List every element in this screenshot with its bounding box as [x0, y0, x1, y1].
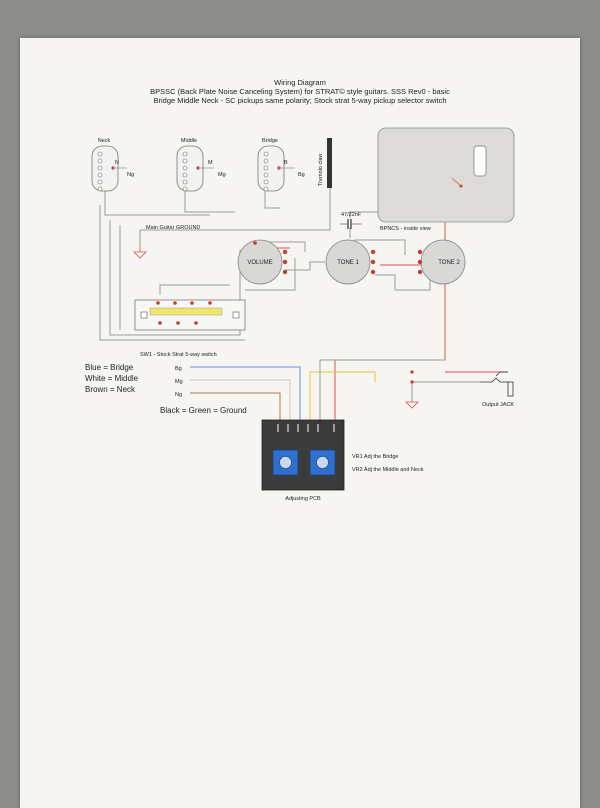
pickup-neck-ground-label: Ng — [127, 172, 134, 178]
tremolo-label: Tremolo claw — [318, 153, 324, 186]
diagram-title: Wiring Diagram BPSSC (Back Plate Noise C… — [0, 78, 600, 105]
jack-ground-icon — [405, 401, 419, 409]
title-line-3: Bridge Middle Neck - SC pickups same pol… — [153, 96, 447, 105]
five-way-switch: SW1 - Stock Strat 5-way switch — [134, 299, 246, 358]
output-jack-label: Output JACK — [482, 402, 514, 408]
title-line-2: BPSSC (Back Plate Noise Canceling System… — [150, 87, 450, 96]
main-ground: Main Guitar GROUND — [133, 225, 200, 259]
pcb-input-wires — [190, 359, 445, 420]
vr2-label: VR2 Adj the Middle and Neck — [352, 467, 424, 473]
tone1-label: TONE 1 — [337, 260, 359, 266]
input-bg-label: Bg — [175, 366, 182, 372]
ground-label: Main Guitar GROUND — [146, 225, 200, 231]
adjusting-pcb: Adjusting PCB VR1 Adj the Bridge VR2 Adj… — [261, 419, 424, 502]
legend-white: White = Middle — [85, 374, 139, 383]
pickup-bridge-ground-label: Bg — [298, 172, 305, 178]
title-line-1: Wiring Diagram — [274, 78, 326, 87]
volume-pot: VOLUME — [237, 239, 288, 285]
capacitor: 47/22nF — [340, 212, 362, 229]
bpncs-label: BPNCS - inside view — [380, 226, 431, 232]
pcb-label: Adjusting PCB — [285, 496, 321, 502]
input-ng-label: Ng — [175, 392, 182, 398]
pickup-middle-title: Middle — [181, 138, 197, 144]
tone2-pot: TONE 2 — [417, 239, 466, 285]
pickup-bridge: Bridge B Bg — [257, 138, 305, 192]
tremolo-claw: Tremolo claw — [318, 138, 332, 188]
vr1-label: VR1 Adj the Bridge — [352, 454, 398, 460]
pickup-neck: Neck N Ng — [91, 138, 134, 192]
wire-legend: Blue = Bridge White = Middle Brown = Nec… — [85, 363, 247, 415]
pickup-neck-title: Neck — [98, 138, 111, 144]
pickup-bridge-hot-label: B — [284, 160, 288, 166]
tone1-pot: TONE 1 — [325, 239, 376, 285]
switch-label: SW1 - Stock Strat 5-way switch — [140, 352, 217, 358]
capacitor-label: 47/22nF — [341, 212, 362, 218]
input-mg-label: Mg — [175, 379, 183, 385]
legend-blue: Blue = Bridge — [85, 363, 134, 372]
pickup-middle: Middle M Mg — [176, 138, 226, 192]
bpncs-plate: BPNCS - inside view — [377, 127, 515, 232]
ground-symbol-icon — [133, 251, 147, 259]
volume-label: VOLUME — [247, 260, 272, 266]
pickup-bridge-title: Bridge — [262, 138, 278, 144]
pickup-middle-ground-label: Mg — [218, 172, 226, 178]
legend-black: Black = Green = Ground — [160, 406, 247, 415]
pickup-neck-hot-label: N — [115, 160, 119, 166]
legend-brown: Brown = Neck — [85, 385, 136, 394]
pickup-middle-hot-label: M — [208, 160, 213, 166]
output-jack: Output JACK — [405, 370, 514, 409]
tone2-label: TONE 2 — [438, 260, 460, 266]
